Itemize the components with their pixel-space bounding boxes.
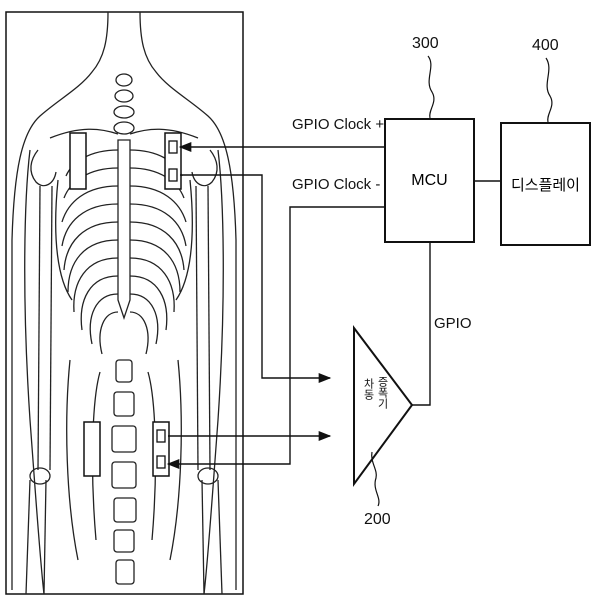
amplifier-label-line1: 차동 (362, 378, 373, 400)
mcu-ref-number: 300 (412, 36, 439, 52)
mcu-block: MCU (384, 118, 475, 243)
leader-300 (428, 56, 434, 118)
sensor-pad-left-lower (84, 422, 100, 476)
electrode-upper-1 (169, 141, 177, 153)
upper-sensor-wire (180, 175, 330, 378)
display-label: 디스플레이 (511, 174, 580, 195)
electrode-lower-2 (157, 456, 165, 468)
amplifier-ref-number: 200 (364, 512, 391, 528)
amplifier-label-line2: 증폭기 (376, 376, 387, 409)
clock-plus-label: GPIO Clock + (292, 117, 384, 132)
electrode-lower-1 (157, 430, 165, 442)
gpio-wire (412, 242, 430, 405)
clock-minus-label: GPIO Clock - (292, 177, 380, 192)
display-block: 디스플레이 (500, 122, 591, 246)
sensor-pad-left-upper (70, 133, 86, 189)
mcu-label: MCU (411, 172, 447, 190)
leader-200 (372, 452, 379, 506)
skeleton-illustration (12, 12, 236, 594)
leader-400 (546, 58, 552, 122)
body-panel-frame (6, 12, 243, 594)
display-ref-number: 400 (532, 38, 559, 54)
gpio-label: GPIO (434, 316, 472, 331)
electrode-upper-2 (169, 169, 177, 181)
clock-minus-wire (168, 207, 384, 464)
